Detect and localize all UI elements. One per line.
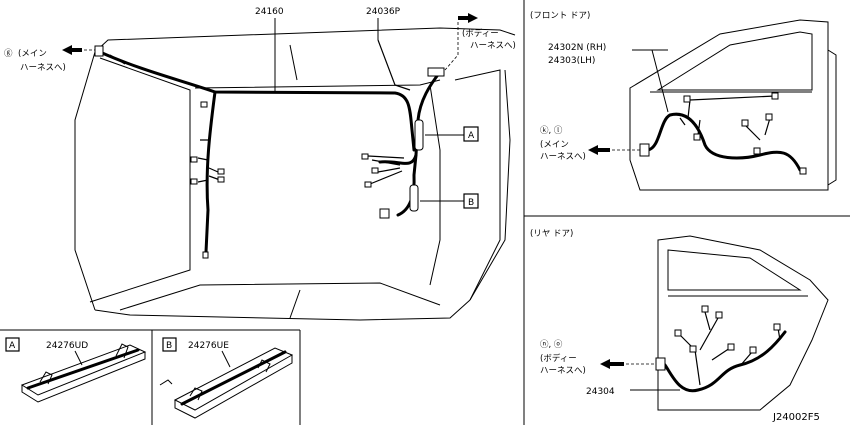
connector xyxy=(683,95,691,103)
connector xyxy=(689,345,697,353)
connector-rear-body xyxy=(655,357,666,371)
connector xyxy=(715,311,723,319)
rear-door-title: (リヤ ドア) xyxy=(530,229,573,239)
connection-no-text-2: ハーネスへ) xyxy=(540,366,586,376)
clip-a-location xyxy=(414,119,424,151)
detail-a-box xyxy=(5,337,20,352)
connector xyxy=(765,113,773,121)
connection-g-symbol: ⓖ xyxy=(4,49,13,59)
connector xyxy=(190,156,198,163)
body-harness-connection: (ボディー ハーネスへ) xyxy=(444,13,516,71)
connector xyxy=(773,323,781,331)
rear-door-panel: (リヤ ドア) 24304 ⓝ, ⓞ (ボディー ハーネスへ) xyxy=(530,229,829,411)
rear-door-outline xyxy=(657,235,829,411)
connector-front-main xyxy=(639,143,650,157)
part-label-24302N: 24302N (RH) xyxy=(548,43,606,53)
connection-body-text-2: ハーネスへ) xyxy=(470,41,516,51)
connection-kl-text-1: (メイン xyxy=(540,140,569,150)
connector xyxy=(701,305,709,313)
callout-a-letter: A xyxy=(468,131,475,141)
detail-b-part-label: 24276UE xyxy=(188,341,229,351)
detail-b-box xyxy=(162,337,177,352)
part-label-24036P: 24036P xyxy=(366,7,401,17)
callout-b-letter: B xyxy=(468,198,474,208)
connector xyxy=(753,147,761,155)
connector xyxy=(217,168,225,175)
main-harness-connection: ⓖ (メイン ハーネスへ) xyxy=(4,45,95,73)
body-harness-24036P xyxy=(361,39,445,219)
detail-a-part-label: 24276UD xyxy=(46,341,88,351)
connector xyxy=(727,343,735,351)
leader-front-door-diag xyxy=(651,49,669,113)
connection-g-text-1: (メイン xyxy=(18,49,47,59)
connector-body xyxy=(427,67,445,77)
part-label-24303: 24303(LH) xyxy=(548,56,595,66)
part-label-24160: 24160 xyxy=(255,7,284,17)
connection-kl-text-2: ハーネスへ) xyxy=(540,152,586,162)
roof-body-outline xyxy=(74,27,516,321)
rear-window-frame xyxy=(667,249,802,291)
connection-g-text-2: ハーネスへ) xyxy=(20,63,66,73)
detail-a-panel: A 24276UD xyxy=(5,337,147,403)
connector xyxy=(799,167,807,175)
connector xyxy=(364,181,372,188)
front-door-outline xyxy=(629,19,829,191)
connection-kl-symbols: ⓚ, ⓛ xyxy=(540,126,563,136)
front-door-panel: (フロント ドア) 24302N (RH) 24303(LH) ⓚ, ⓛ (メイ… xyxy=(530,11,837,191)
front-door-title: (フロント ドア) xyxy=(530,11,590,21)
diagram-id: J24002F5 xyxy=(772,412,820,423)
detail-b-letter: B xyxy=(166,341,172,351)
front-window-frame xyxy=(656,31,813,91)
connection-no-symbols: ⓝ, ⓞ xyxy=(540,340,563,350)
arrow-left-icon xyxy=(62,45,82,55)
clip-b-location xyxy=(409,184,419,212)
main-harness-24160 xyxy=(94,45,416,259)
connection-body-text-1: (ボディー xyxy=(462,28,499,39)
connector xyxy=(202,251,209,259)
connector xyxy=(361,153,369,160)
detail-a-letter: A xyxy=(9,341,16,351)
connector xyxy=(741,119,749,127)
connector xyxy=(379,208,390,219)
connector xyxy=(190,178,198,185)
arrow-left-icon xyxy=(588,145,610,155)
connection-no-text-1: (ボディー xyxy=(540,353,577,364)
arrow-right-icon xyxy=(458,13,478,23)
connector xyxy=(693,133,701,141)
callout-b-box xyxy=(463,193,479,209)
connector xyxy=(749,346,757,354)
detail-b-panel: B 24276UE xyxy=(159,337,294,419)
arrow-left-icon xyxy=(600,359,624,369)
part-label-24304: 24304 xyxy=(586,387,615,397)
callout-a-box xyxy=(463,126,479,142)
connector xyxy=(200,101,208,108)
connector xyxy=(371,167,379,174)
connector-main xyxy=(94,45,104,57)
connector xyxy=(217,176,225,183)
connector xyxy=(771,92,779,100)
connector xyxy=(674,329,682,337)
